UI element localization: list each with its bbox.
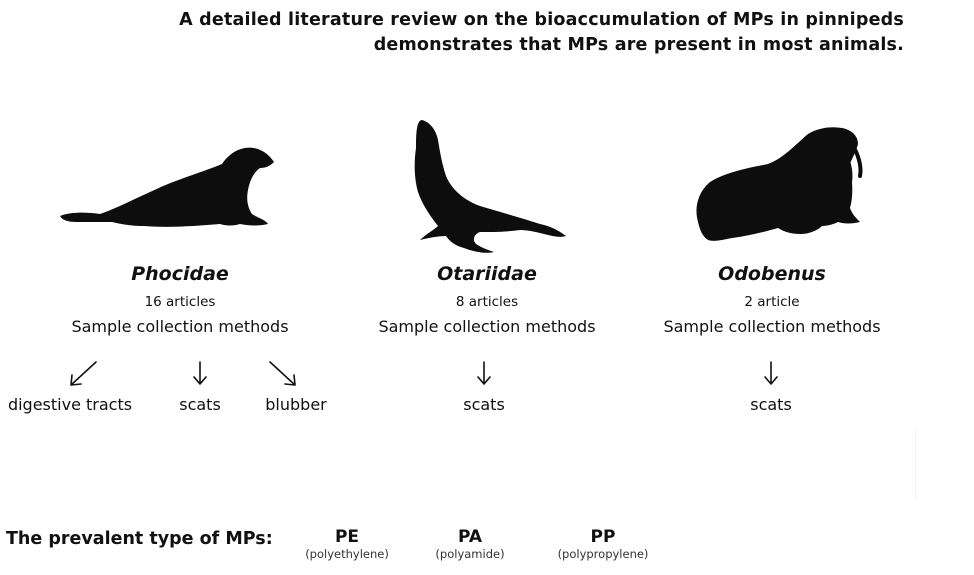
- mp-type-pe: PE (polyethylene): [305, 527, 389, 561]
- mp-type-pa: PA (polyamide): [435, 527, 504, 561]
- family-name: Phocidae: [131, 263, 229, 285]
- mp-type-pp: PP (polypropylene): [558, 527, 649, 561]
- heading-line-1: A detailed literature review on the bioa…: [179, 10, 904, 30]
- mp-abbr: PE: [334, 527, 360, 547]
- methods-label: Sample collection methods: [663, 317, 881, 336]
- article-count: 8 articles: [455, 294, 519, 310]
- article-count: 2 article: [744, 294, 800, 310]
- family-name: Odobenus: [718, 263, 826, 285]
- method-scats: scats: [179, 395, 221, 414]
- sea-lion-silhouette-icon: [414, 120, 566, 253]
- article-count: 16 articles: [144, 294, 216, 310]
- family-phocidae: Phocidae 16 articles Sample collection m…: [30, 262, 330, 338]
- heading-line-2: demonstrates that MPs are present in mos…: [373, 35, 904, 55]
- mp-full-name: (polypropylene): [557, 547, 649, 561]
- method-scats: scats: [750, 395, 792, 414]
- arrow-down-right-icon: [269, 361, 296, 386]
- family-otariidae: Otariidae 8 articles Sample collection m…: [337, 262, 637, 338]
- seal-silhouette-icon: [60, 147, 274, 227]
- heading: A detailed literature review on the bioa…: [144, 8, 904, 58]
- arrow-down-icon: [477, 361, 491, 385]
- family-name: Otariidae: [437, 263, 537, 285]
- mp-full-name: (polyamide): [435, 547, 505, 561]
- family-odobenus: Odobenus 2 article Sample collection met…: [622, 262, 922, 338]
- arrow-down-left-icon: [70, 361, 97, 386]
- arrow-down-icon: [764, 361, 778, 385]
- methods-label: Sample collection methods: [71, 317, 289, 336]
- method-digestive-tracts: digestive tracts: [7, 395, 133, 414]
- arrow-down-icon: [193, 361, 207, 385]
- prevalent-label: The prevalent type of MPs:: [6, 529, 273, 549]
- mp-abbr: PA: [457, 527, 483, 547]
- methods-label: Sample collection methods: [378, 317, 596, 336]
- method-scats: scats: [463, 395, 505, 414]
- walrus-silhouette-icon: [696, 127, 863, 241]
- mp-full-name: (polyethylene): [305, 547, 389, 561]
- divider: [915, 430, 916, 500]
- mp-abbr: PP: [590, 527, 616, 547]
- method-blubber: blubber: [265, 395, 327, 414]
